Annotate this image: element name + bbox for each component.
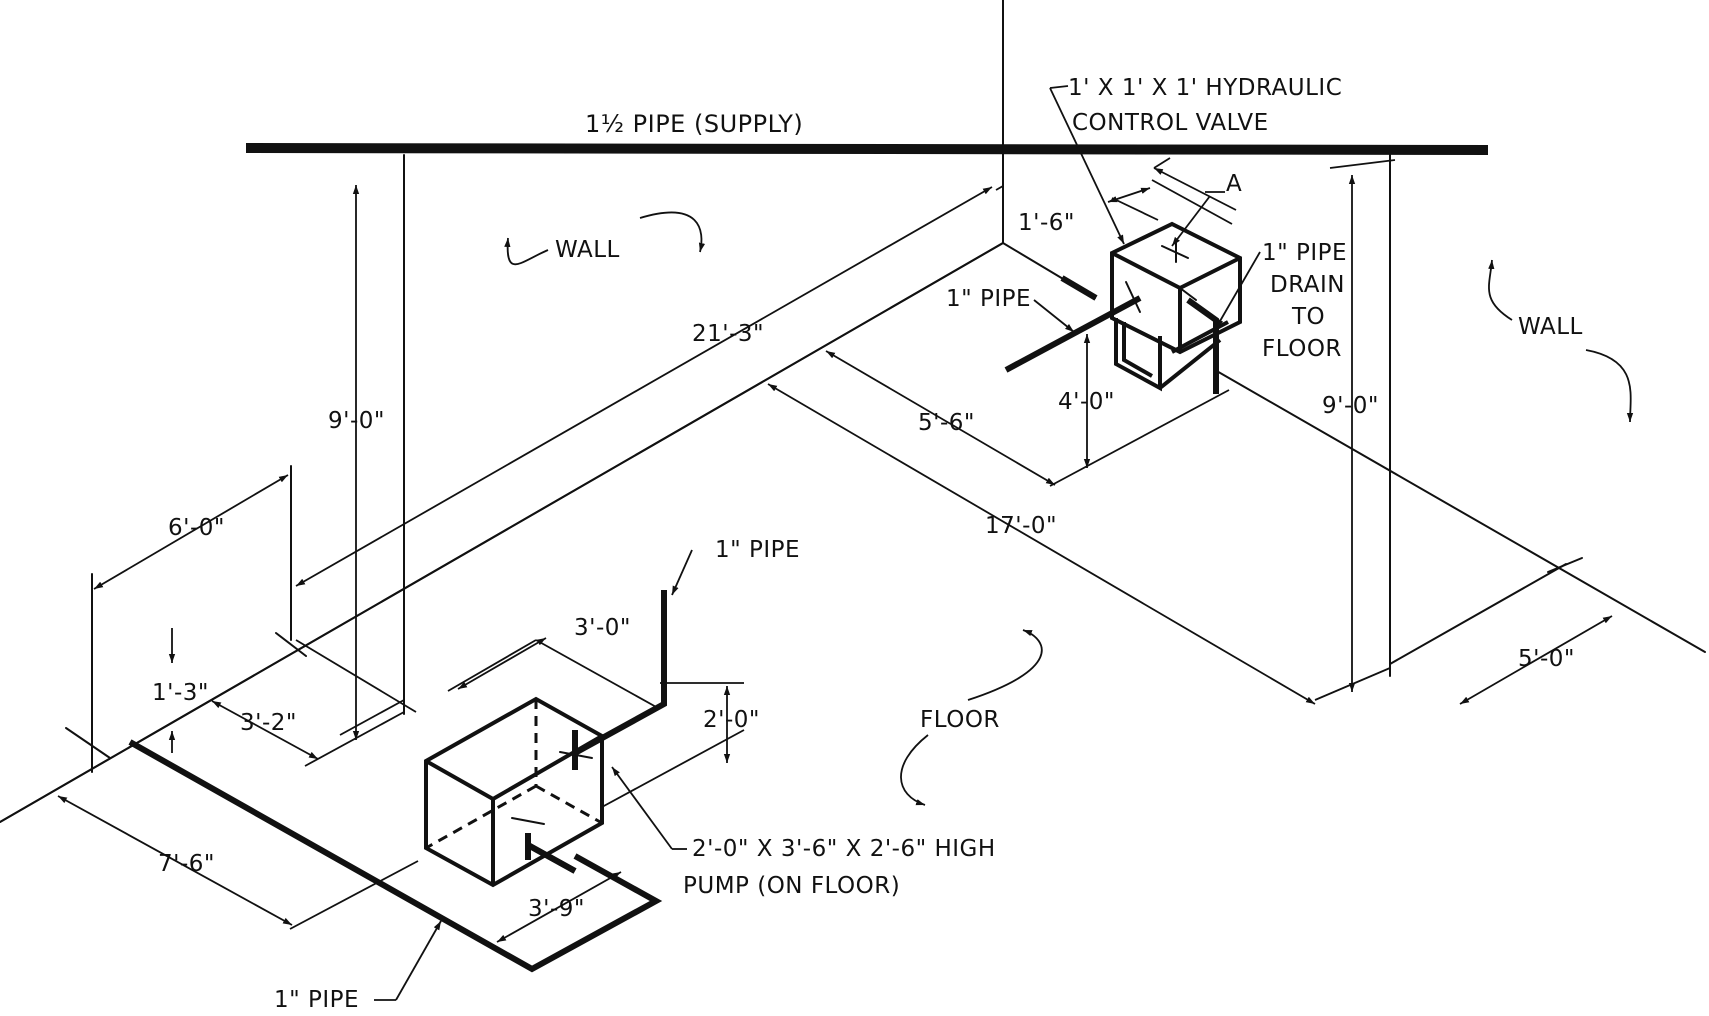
room-outline — [0, 0, 1706, 823]
drain-label-line1: 1" PIPE — [1262, 240, 1347, 266]
supply-pipe-label: 1½ PIPE (SUPPLY) — [585, 110, 803, 138]
dim-3-9-label: 3'-9" — [528, 896, 585, 922]
valve-label-line2: CONTROL VALVE — [1072, 110, 1269, 136]
control-valve — [1110, 221, 1242, 392]
dim-3-2: 3'-2" — [211, 639, 417, 767]
dim-1-3-label: 1'-3" — [152, 680, 209, 706]
dim-21-3-label: 21'-3" — [692, 321, 764, 347]
wall-left-label: WALL — [555, 237, 620, 263]
dim-17-0: 17'-0" — [767, 383, 1316, 705]
dim-2-0-label: 2'-0" — [703, 707, 760, 733]
floor-pipe-label: 1" PIPE — [274, 987, 359, 1013]
floor-label: FLOOR — [920, 707, 1000, 733]
dim-5-6: 5'-6" — [825, 350, 1056, 486]
valve-inlet-pipe — [1004, 295, 1142, 373]
dim-7-6-label: 7'-6" — [158, 851, 215, 877]
floor-arrow-b — [900, 734, 929, 806]
valve-wall-stub — [1060, 275, 1098, 301]
wall-tick-1 — [275, 632, 307, 657]
wall-left-arrow-a — [504, 237, 549, 266]
riser-pipe — [573, 590, 667, 756]
dim-1-6-label: 1'-6" — [1018, 210, 1075, 236]
floor-edge-right-wall-2 — [1214, 369, 1706, 653]
pump-lower-connection — [526, 842, 577, 874]
dim-4-0-label: 4'-0" — [1058, 389, 1115, 415]
pump-label-line2: PUMP (ON FLOOR) — [683, 873, 900, 899]
pump-label-line1: 2'-0" X 3'-6" X 2'-6" HIGH — [692, 836, 996, 862]
dim-5-0: 5'-0" — [1389, 557, 1613, 705]
wall-tick-2 — [65, 727, 111, 759]
valve-inlet-pipe-label: 1" PIPE — [946, 286, 1031, 312]
dim-17-0-label: 17'-0" — [985, 513, 1057, 539]
drain-label-line4: FLOOR — [1262, 336, 1342, 362]
dim-1-3: 1'-3" — [152, 628, 209, 753]
dim-9-0-right-label: 9'-0" — [1322, 393, 1379, 419]
dim-6-0: 6'-0" — [93, 474, 289, 590]
dim-9-0-left: 9'-0" — [328, 185, 405, 740]
dim-2-0: 2'-0" — [601, 682, 760, 808]
left-wall-reference-edge — [0, 242, 1004, 823]
marker-a-label: A — [1226, 171, 1242, 197]
dim-7-6: 7'-6" — [57, 795, 419, 930]
drain-label-line3: TO — [1291, 304, 1325, 330]
floor-arrow-a — [967, 629, 1043, 701]
dim-9-0-right: 9'-0" — [1314, 159, 1396, 701]
dim-5-0-label: 5'-0" — [1518, 646, 1575, 672]
wall-right-arrow-b — [1585, 349, 1634, 423]
dim-3-2-label: 3'-2" — [240, 710, 297, 736]
dim-6-0-label: 6'-0" — [168, 515, 225, 541]
wall-right-arrow-a — [1488, 259, 1513, 321]
dim-5-6-label: 5'-6" — [918, 410, 975, 436]
valve-label-line1: 1' X 1' X 1' HYDRAULIC — [1068, 75, 1342, 101]
drain-label-line2: DRAIN — [1270, 272, 1345, 298]
wall-right-label: WALL — [1518, 314, 1583, 340]
riser-pipe-label: 1" PIPE — [715, 537, 800, 563]
supply-pipe — [245, 143, 1489, 155]
dim-3-0-label: 3'-0" — [574, 615, 631, 641]
dim-9-0-left-label: 9'-0" — [328, 408, 385, 434]
dim-4-0: 4'-0" — [1058, 334, 1115, 468]
dim-3-9: 3'-9" — [496, 871, 622, 943]
dim-21-3: 21'-3" — [295, 185, 1004, 587]
dim-3-0: 3'-0" — [447, 615, 659, 709]
dim-1-6: 1'-6" — [1018, 179, 1233, 236]
wall-left-arrow-b — [639, 211, 706, 253]
